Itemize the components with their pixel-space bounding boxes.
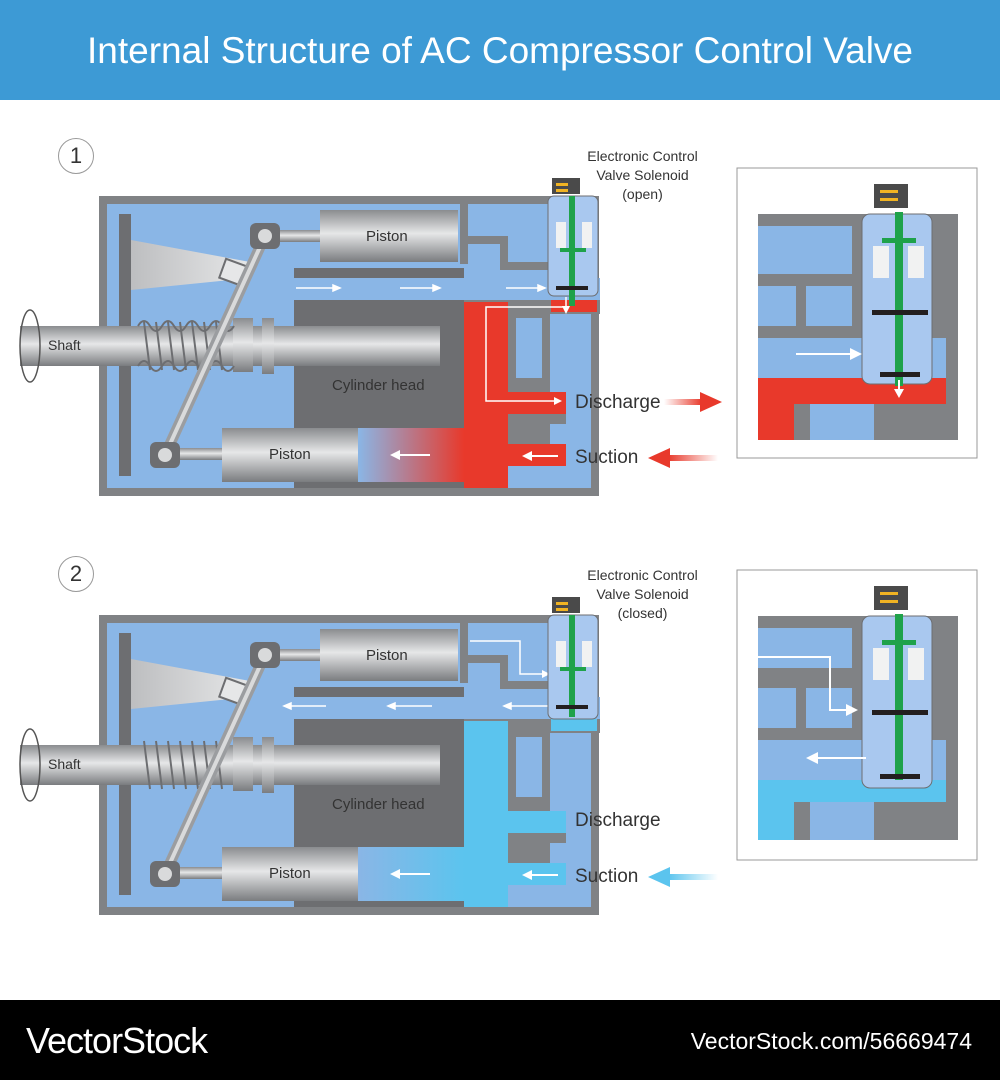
piston-bottom-label-2: Piston <box>269 865 311 882</box>
piston-top-label-2: Piston <box>366 647 408 664</box>
step-number-1: 1 <box>58 138 94 174</box>
panel-open: 1 Electronic Control Valve Solenoid (ope… <box>0 0 1000 915</box>
solenoid-label-line: (open) <box>622 186 663 202</box>
brand-logo: VectorStock <box>26 1020 208 1061</box>
compressor-body-1 <box>19 178 722 496</box>
page-title: Internal Structure of AC Compressor Cont… <box>87 30 913 71</box>
panel-closed: 2 Electronic Control Valve Solenoid (clo… <box>0 0 1000 887</box>
cylinder-head-label-2: Cylinder head <box>332 796 425 813</box>
compressor-diagram-open <box>19 167 978 915</box>
solenoid-valve-2 <box>547 597 599 720</box>
discharge-label-2: Discharge <box>575 810 661 831</box>
solenoid-label-2: Electronic Control Valve Solenoid (close… <box>560 566 725 623</box>
title-bar: Internal Structure of AC Compressor Cont… <box>0 0 1000 100</box>
valve-inset-closed <box>736 569 978 861</box>
solenoid-valve-1 <box>547 178 599 314</box>
shaft-label-2: Shaft <box>48 756 81 772</box>
stock-reference: VectorStock.com/56669474 <box>690 1028 972 1054</box>
suction-label-2: Suction <box>575 866 639 887</box>
solenoid-label-line: Electronic Control <box>587 148 698 164</box>
solenoid-label-line: Electronic Control <box>587 567 698 583</box>
cylinder-head-label-1: Cylinder head <box>332 377 425 394</box>
shaft-label-1: Shaft <box>48 337 81 353</box>
piston-top-label-1: Piston <box>366 228 408 245</box>
solenoid-label-1: Electronic Control Valve Solenoid (open) <box>560 147 725 204</box>
suction-label-1: Suction <box>575 447 639 468</box>
piston-bottom-label-1: Piston <box>269 446 311 463</box>
watermark-bar: VectorStock VectorStock.com/56669474 <box>0 1000 1000 1080</box>
discharge-label-1: Discharge <box>575 392 661 413</box>
solenoid-label-line: Valve Solenoid <box>596 167 689 183</box>
compressor-body-2 <box>19 597 718 915</box>
solenoid-label-line: (closed) <box>617 605 668 621</box>
solenoid-label-line: Valve Solenoid <box>596 586 689 602</box>
step-number-2: 2 <box>58 556 94 592</box>
valve-inset-open <box>736 167 978 459</box>
